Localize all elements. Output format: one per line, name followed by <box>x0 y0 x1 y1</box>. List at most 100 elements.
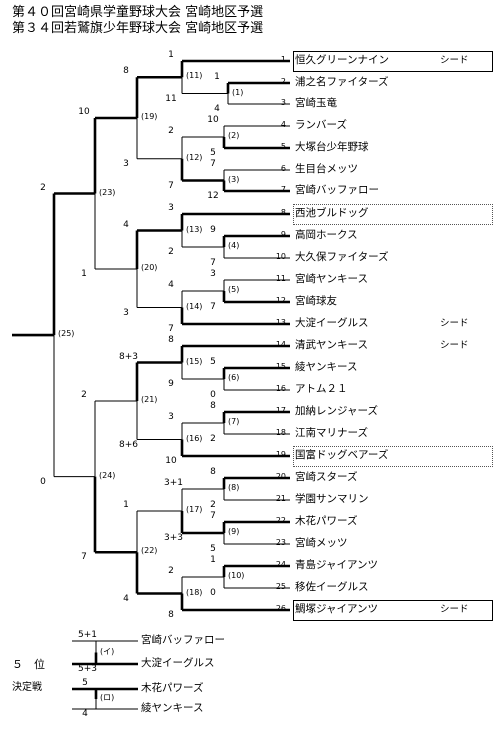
game-id: (9) <box>228 527 240 536</box>
team-name: 学園サンマリン <box>295 493 369 505</box>
score-top: 8 <box>210 401 216 411</box>
game-id: (21) <box>141 395 158 404</box>
team-name: 生目台メッツ <box>295 163 358 175</box>
game-id: (12) <box>186 152 203 162</box>
score-top: 2 <box>81 390 87 400</box>
game-id: (5) <box>228 285 240 294</box>
score-bottom: 5 <box>210 148 216 158</box>
team-name: 青島ジャイアンツ <box>295 559 379 571</box>
team-number: 8 <box>280 208 286 217</box>
game-id: (6) <box>228 373 240 382</box>
score-bottom: 7 <box>168 180 174 191</box>
fifth-team-1: 木花パワーズ <box>141 682 204 694</box>
game-id: (11) <box>186 71 203 81</box>
team-number: 19 <box>275 450 286 459</box>
score-bottom: 0 <box>210 390 216 400</box>
fifth-team-1: 宮崎バッファロー <box>141 634 225 646</box>
score-bottom: 2 <box>210 434 216 444</box>
score-top: 8 <box>168 335 174 345</box>
game-id: (1) <box>232 87 244 97</box>
team-number: 5 <box>280 142 286 151</box>
score-top: 1 <box>214 72 220 82</box>
score-bottom: 12 <box>207 191 219 201</box>
game-id: (2) <box>228 131 240 140</box>
score-bottom: 8+6 <box>119 439 138 450</box>
score-bottom: 3 <box>123 158 129 169</box>
seed-label: シード <box>440 318 469 329</box>
team-number: 13 <box>275 318 286 327</box>
team-number: 22 <box>275 516 286 525</box>
score-bottom: 0 <box>40 476 46 487</box>
seed-label: シード <box>440 340 469 351</box>
fifth-score-bottom: 5+3 <box>78 664 97 674</box>
team-highlight-box <box>293 600 493 621</box>
score-bottom: 10 <box>165 456 177 466</box>
team-number: 10 <box>275 252 286 261</box>
game-id: (10) <box>228 571 245 580</box>
score-bottom: 7 <box>210 258 216 268</box>
game-id: (16) <box>186 433 203 443</box>
game-id: (17) <box>186 505 203 514</box>
fifth-game-id: (ロ) <box>100 693 115 702</box>
game-id: (13) <box>186 224 203 234</box>
title-line-2: 第３４回若鷲旗少年野球大会 宮崎地区予選 <box>12 21 264 36</box>
team-number: 21 <box>275 494 286 503</box>
game-id: (7) <box>228 417 240 426</box>
team-name: 宮崎メッツ <box>295 537 348 549</box>
score-bottom: 2 <box>168 247 174 257</box>
team-number: 23 <box>275 538 286 547</box>
team-number: 9 <box>280 230 286 239</box>
score-top: 4 <box>123 219 129 230</box>
playoff-label: 決定戦 <box>12 682 42 693</box>
score-top: 1 <box>123 500 129 510</box>
game-id: (15) <box>186 356 203 366</box>
game-id: (22) <box>141 546 158 556</box>
team-name: 高岡ホークス <box>295 229 358 241</box>
team-number: 26 <box>275 604 286 613</box>
team-number: 20 <box>275 472 286 481</box>
team-name: 宮崎バッファロー <box>295 184 379 196</box>
score-top: 1 <box>168 50 174 60</box>
score-top: 10 <box>78 107 90 117</box>
score-bottom: 4 <box>123 593 129 604</box>
team-number: 17 <box>275 406 286 415</box>
game-id: (19) <box>141 112 158 121</box>
team-name: 大塚台少年野球 <box>295 141 369 153</box>
team-number: 16 <box>275 384 286 393</box>
team-number: 25 <box>275 582 286 591</box>
score-top: 8 <box>123 66 129 77</box>
score-bottom: 3+3 <box>164 533 183 543</box>
fifth-score-top: 5 <box>82 678 88 688</box>
score-top: 2 <box>168 126 174 136</box>
team-name: アトム２１ <box>295 383 348 395</box>
score-top: 7 <box>210 159 216 169</box>
team-name: 宮崎玉竜 <box>295 97 337 109</box>
score-bottom: 9 <box>168 379 174 389</box>
score-top: 7 <box>210 511 216 521</box>
score-bottom: 0 <box>210 588 216 598</box>
score-bottom: 3 <box>123 307 129 318</box>
score-bottom: 4 <box>214 104 220 114</box>
game-id: (24) <box>99 470 116 480</box>
team-number: 3 <box>280 98 286 107</box>
game-id: (23) <box>99 187 116 197</box>
fifth-team-2: 綾ヤンキース <box>141 702 204 714</box>
team-name: 鯛塚ジャイアンツ <box>295 603 379 615</box>
team-number: 7 <box>280 185 286 194</box>
score-top: 9 <box>210 225 216 235</box>
score-top: 3+1 <box>164 478 183 488</box>
fifth-place-label: ５ 位 <box>12 658 45 671</box>
team-name: 江南マリナーズ <box>295 427 368 439</box>
team-number: 11 <box>275 274 286 283</box>
score-bottom: 8 <box>168 610 174 620</box>
seed-label: シード <box>440 604 469 615</box>
score-top: 4 <box>168 280 174 290</box>
score-bottom: 7 <box>168 324 174 334</box>
team-name: 大淀イーグルス <box>295 317 369 329</box>
team-name: 木花パワーズ <box>295 515 358 527</box>
team-name: 加納レンジャーズ <box>295 405 378 417</box>
game-id: (3) <box>228 174 240 184</box>
score-top: 5 <box>210 357 216 367</box>
